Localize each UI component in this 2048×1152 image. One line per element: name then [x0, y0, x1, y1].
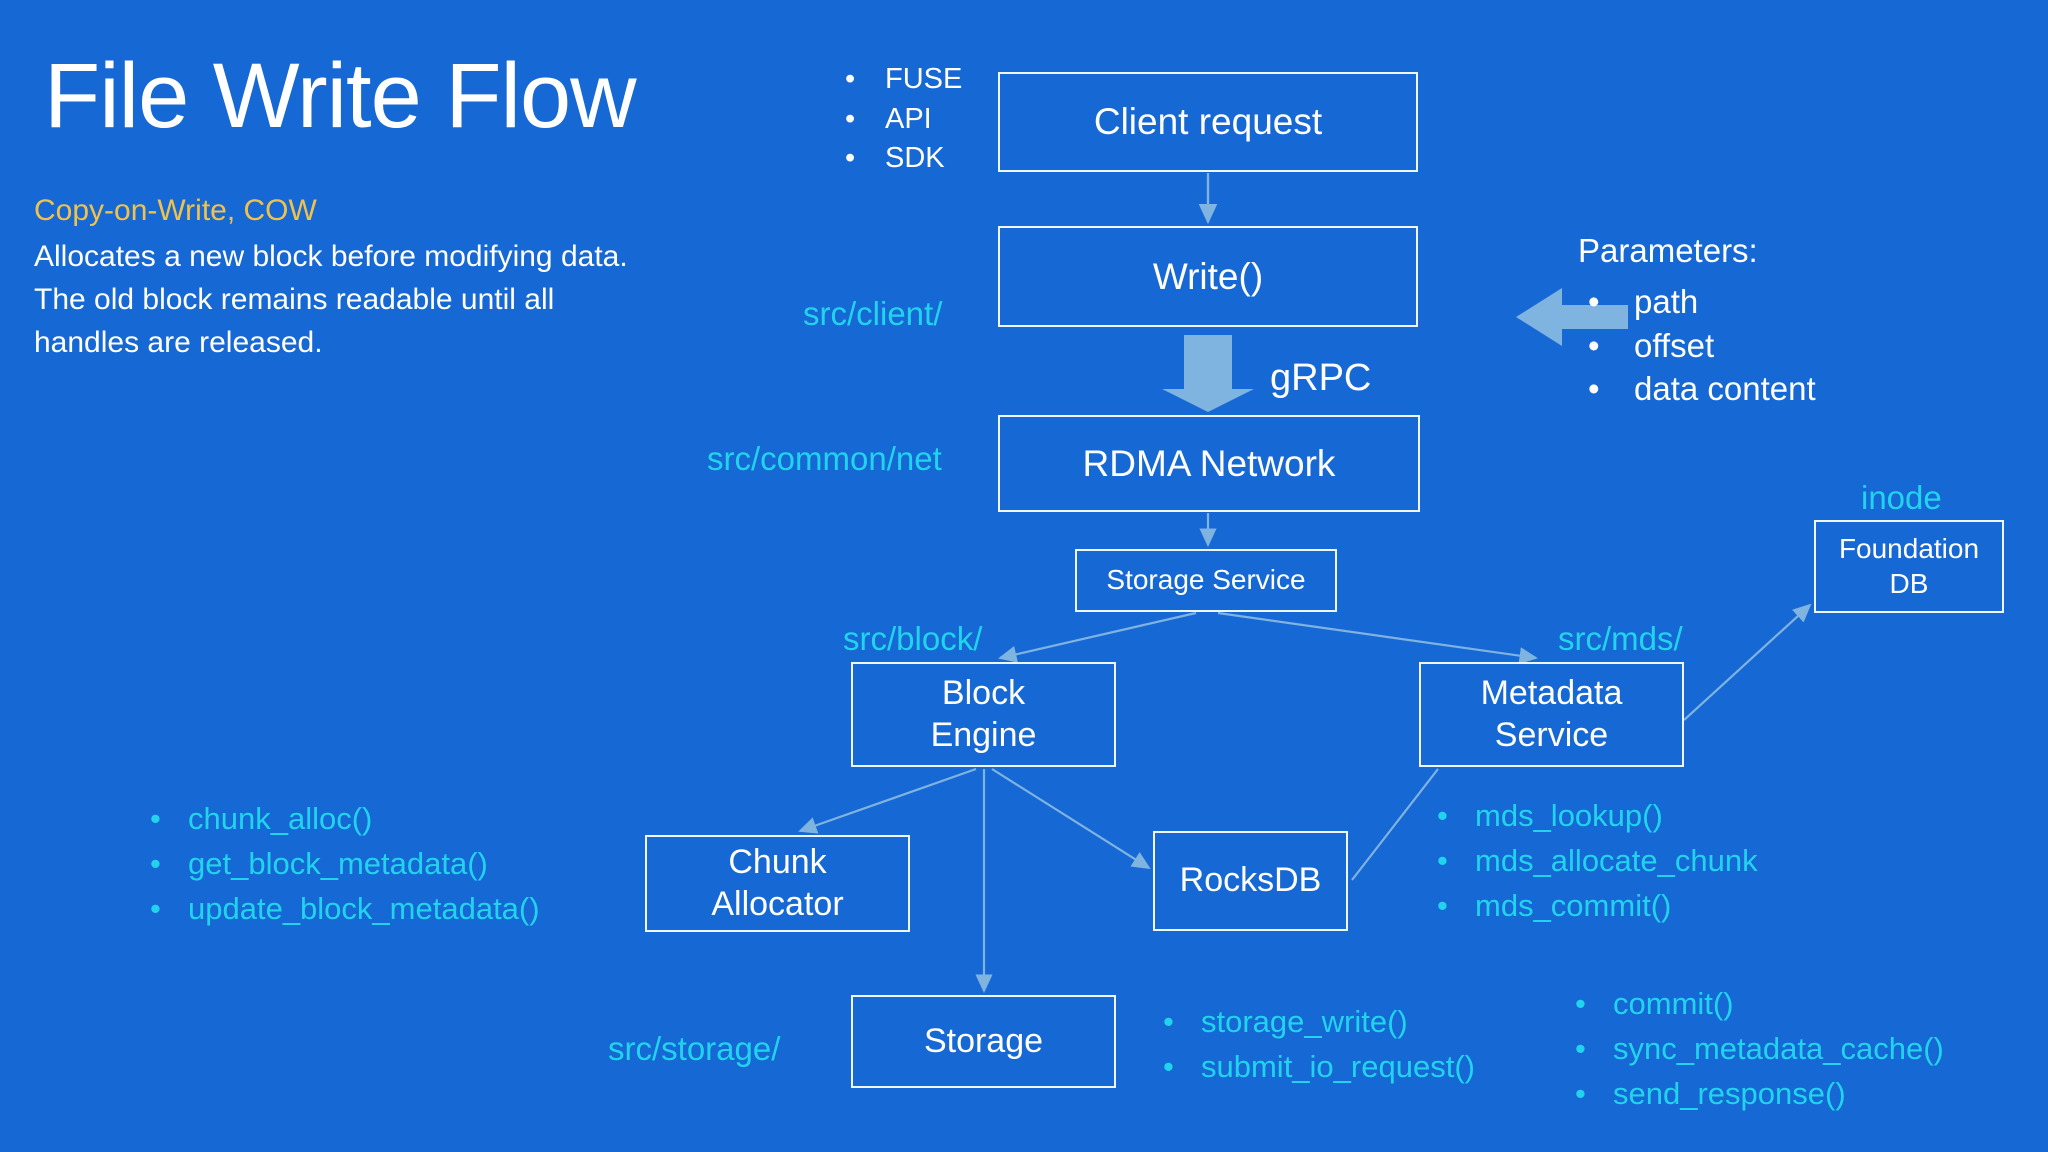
- page-title: File Write Flow: [44, 45, 637, 147]
- node-storage[interactable]: Storage: [851, 995, 1116, 1088]
- parameters-title: Parameters:: [1578, 232, 1758, 269]
- list-item: • commit(): [1575, 982, 1944, 1027]
- node-rdma-network[interactable]: RDMA Network: [998, 415, 1420, 512]
- function-label: submit_io_request(): [1201, 1048, 1475, 1084]
- bullet-icon: •: [1575, 1075, 1586, 1111]
- list-item: • get_block_metadata(): [150, 842, 540, 887]
- bullet-icon: •: [1588, 283, 1600, 320]
- bullet-icon: •: [845, 142, 856, 175]
- entry-points-list: • FUSE • API • SDK: [845, 60, 962, 179]
- node-client-request[interactable]: Client request: [998, 72, 1418, 172]
- edge-storage-service-to-block-engine: [998, 611, 1197, 663]
- edge-metadata-service-to-foundation-db: [1683, 603, 1812, 721]
- list-item: • data content: [1588, 367, 1816, 411]
- edge-block-engine-to-rocksdb: [991, 768, 1151, 870]
- bullet-icon: •: [1163, 1004, 1174, 1039]
- subtitle-heading: Copy-on-Write, COW: [34, 194, 317, 227]
- commit-functions-list: • commit() • sync_metadata_cache() • send_r…: [1575, 982, 1944, 1117]
- list-item: • sync_metadata_cache(): [1575, 1027, 1944, 1072]
- bullet-icon: •: [845, 102, 856, 135]
- function-label: update_block_metadata(): [188, 890, 540, 926]
- bullet-icon: •: [150, 845, 161, 881]
- function-label: sync_metadata_cache(): [1613, 1030, 1944, 1066]
- list-item: • update_block_metadata(): [150, 887, 540, 932]
- bullet-icon: •: [1588, 326, 1600, 364]
- bullet-icon: •: [845, 63, 856, 95]
- node-storage-service[interactable]: Storage Service: [1075, 549, 1337, 612]
- path-label-common-net: src/common/net: [707, 440, 942, 477]
- bullet-icon: •: [150, 801, 161, 836]
- list-item: • mds_lookup(): [1437, 794, 1758, 839]
- node-block-engine[interactable]: Block Engine: [851, 662, 1116, 767]
- edge-storage-service-to-metadata-service: [1217, 611, 1538, 665]
- entry-point-label: SDK: [885, 142, 945, 175]
- mds-functions-list: • mds_lookup() • mds_allocate_chunk • mds_c…: [1437, 794, 1758, 929]
- entry-point-label: API: [885, 102, 932, 135]
- function-label: mds_allocate_chunk: [1475, 842, 1758, 878]
- bullet-icon: •: [1575, 1030, 1586, 1066]
- list-item: • submit_io_request(): [1163, 1045, 1475, 1090]
- path-label-inode: inode: [1861, 479, 1942, 516]
- parameter-label: offset: [1634, 326, 1715, 364]
- list-item: • offset: [1588, 324, 1816, 368]
- node-rocksdb[interactable]: RocksDB: [1153, 831, 1348, 931]
- list-item: • API: [845, 100, 962, 140]
- function-label: storage_write(): [1201, 1004, 1408, 1039]
- list-item: • send_response(): [1575, 1072, 1944, 1117]
- list-item: • mds_commit(): [1437, 884, 1758, 929]
- grpc-arrow-icon: [1162, 335, 1254, 412]
- function-label: mds_lookup(): [1475, 798, 1663, 833]
- edge-block-engine-to-chunk-allocator: [798, 767, 977, 834]
- parameter-label: path: [1634, 283, 1699, 320]
- list-item: • path: [1588, 280, 1816, 324]
- function-label: mds_commit(): [1475, 887, 1672, 923]
- entry-point-label: FUSE: [885, 63, 963, 95]
- parameter-label: data content: [1634, 370, 1816, 408]
- list-item: • SDK: [845, 139, 962, 179]
- block-engine-functions-list: • chunk_alloc() • get_block_metadata() • up…: [150, 797, 540, 932]
- list-item: • FUSE: [845, 60, 962, 100]
- storage-functions-list: • storage_write() • submit_io_request(): [1163, 1000, 1475, 1090]
- node-foundation-db[interactable]: Foundation DB: [1814, 520, 2004, 613]
- node-metadata-service[interactable]: Metadata Service: [1419, 662, 1684, 767]
- node-chunk-allocator[interactable]: Chunk Allocator: [645, 835, 910, 932]
- node-write[interactable]: Write(): [998, 226, 1418, 327]
- function-label: chunk_alloc(): [188, 801, 373, 836]
- path-label-mds: src/mds/: [1558, 620, 1683, 657]
- function-label: send_response(): [1613, 1075, 1846, 1111]
- bullet-icon: •: [1437, 887, 1448, 923]
- list-item: • storage_write(): [1163, 1000, 1475, 1045]
- subtitle-body: Allocates a new block before modifying d…: [34, 240, 628, 360]
- list-item: • chunk_alloc(): [150, 797, 540, 842]
- function-label: get_block_metadata(): [188, 845, 488, 881]
- bullet-icon: •: [1437, 798, 1448, 833]
- edge-metadata-service-to-rocksdb: [1351, 768, 1439, 881]
- path-label-client: src/client/: [803, 295, 943, 332]
- list-item: • mds_allocate_chunk: [1437, 839, 1758, 884]
- bullet-icon: •: [150, 890, 161, 926]
- bullet-icon: •: [1588, 370, 1600, 408]
- path-label-block: src/block/: [843, 620, 983, 657]
- parameters-list: • path • offset • data content: [1588, 280, 1816, 411]
- bullet-icon: •: [1437, 842, 1448, 878]
- bullet-icon: •: [1575, 986, 1586, 1021]
- function-label: commit(): [1613, 986, 1734, 1021]
- path-label-storage: src/storage/: [608, 1030, 781, 1067]
- bullet-icon: •: [1163, 1048, 1174, 1084]
- grpc-label: gRPC: [1270, 357, 1372, 399]
